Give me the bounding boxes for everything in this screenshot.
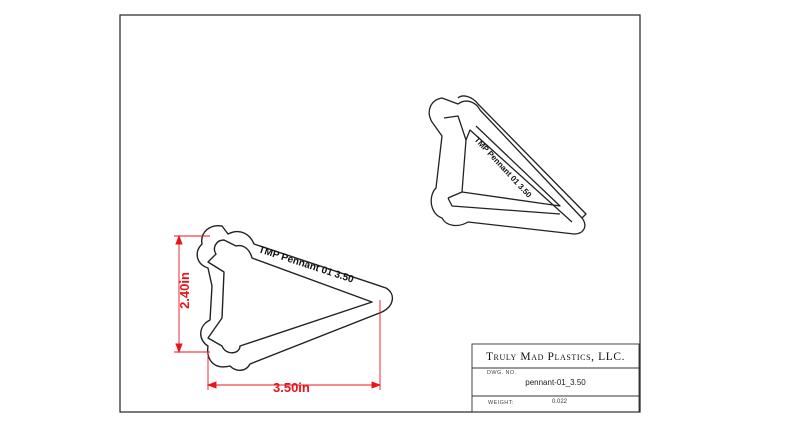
- dimension-lines: [174, 234, 382, 390]
- weight-label: WEIGHT:: [488, 400, 514, 406]
- front-view-cutter: [196, 225, 393, 371]
- weight-value: 0.022: [552, 399, 568, 405]
- company-name: Truly Mad Plastics, LLC.: [485, 351, 626, 363]
- title-block: Truly Mad Plastics, LLC. DWG. NO. pennan…: [472, 344, 639, 412]
- isometric-view-cutter: [428, 95, 587, 235]
- drawing-number: pennant-01_3.50: [525, 378, 586, 387]
- title-block-frame: [471, 343, 640, 413]
- sheet-border: [119, 14, 641, 413]
- width-dimension-label: 3.50in: [273, 380, 310, 395]
- isometric-engraving-text: TMP Pennant 01 3.50: [473, 135, 534, 200]
- dwg-no-label: DWG. NO.: [487, 370, 517, 376]
- height-dimension-label: 2.40in: [176, 272, 192, 309]
